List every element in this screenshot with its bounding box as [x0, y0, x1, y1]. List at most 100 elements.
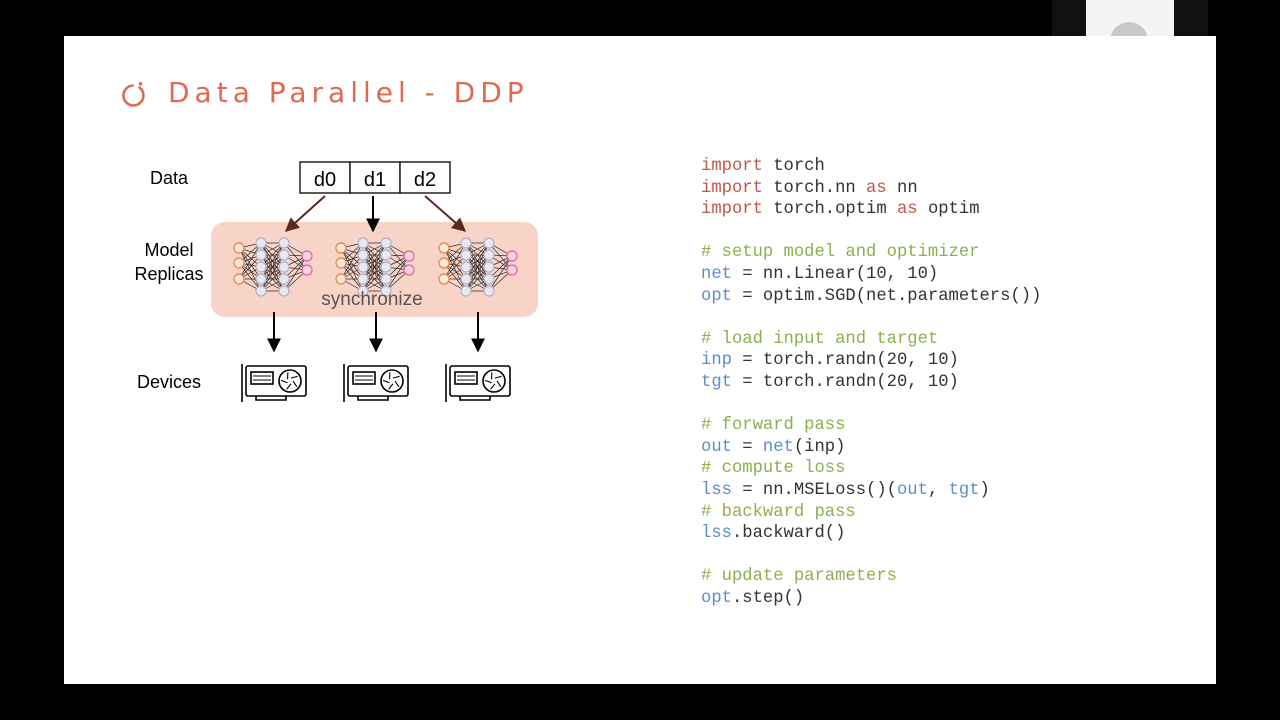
gpu-fan-blade — [388, 383, 394, 390]
network-node — [438, 242, 450, 254]
code-keyword: as — [896, 200, 918, 220]
network-edge — [260, 254, 285, 292]
gpu-connector — [357, 396, 389, 401]
code-variable: inp — [701, 351, 732, 371]
network-node — [278, 261, 290, 273]
gpu-body — [449, 365, 511, 397]
network-edge — [238, 242, 262, 280]
data-arrow — [284, 195, 326, 232]
network-edge — [465, 254, 490, 292]
code-text: .step() — [731, 588, 805, 608]
gpu-fan-blade — [290, 375, 298, 379]
gpu-fan-blade — [286, 383, 292, 390]
network-node — [506, 250, 518, 262]
network-node — [460, 237, 472, 249]
network-node — [255, 273, 267, 285]
gpu-fan — [380, 369, 404, 393]
network-node — [255, 261, 267, 273]
code-variable: lss — [701, 480, 732, 500]
network-node — [483, 237, 495, 249]
network-edge — [283, 255, 308, 292]
network-edge — [340, 247, 364, 292]
network-node — [380, 273, 392, 285]
network-node — [255, 237, 267, 249]
network-node — [460, 273, 472, 285]
code-variable: opt — [701, 588, 732, 608]
code-comment: # load input and target — [701, 329, 939, 349]
pytorch-flame-icon — [122, 82, 145, 107]
network-edge — [385, 255, 410, 292]
replica-box — [211, 222, 538, 317]
code-text: torch — [762, 157, 825, 176]
ddp-diagram: Data Model Replicas Devices d0 d1 d2 syn… — [134, 161, 538, 402]
network-edge — [362, 242, 387, 280]
code-variable: out — [701, 437, 732, 457]
code-variable: out — [896, 480, 928, 500]
gpu-card-icon — [445, 364, 511, 402]
network-node — [460, 249, 472, 261]
network-node — [335, 257, 347, 269]
gpu-body — [245, 365, 307, 397]
network-edge — [443, 247, 467, 292]
gpu-fan-blade — [392, 375, 400, 379]
code-comment: # backward pass — [701, 502, 856, 522]
network-edge — [443, 242, 467, 280]
data-label: Data — [150, 168, 189, 188]
slide-title: Data Parallel - DDP — [168, 76, 529, 109]
code-text: ) — [979, 480, 990, 500]
gpu-fan-blade — [484, 379, 492, 384]
gpu-plate — [454, 371, 478, 385]
network-node — [301, 250, 313, 262]
network-edge — [340, 262, 364, 292]
gpu-connector — [255, 396, 287, 401]
network-node — [483, 273, 495, 285]
code-text: nn — [886, 178, 918, 198]
model-replicas — [233, 237, 518, 297]
code-text: , — [927, 480, 949, 500]
network-node — [460, 285, 472, 297]
slide: Data Parallel - DDP Data Model Replicas … — [64, 36, 1216, 684]
network-edge — [488, 255, 513, 292]
code-variable: lss — [701, 524, 732, 544]
gpu-fan-blade — [394, 380, 400, 388]
code-comment: # compute loss — [701, 459, 846, 479]
network-node — [357, 261, 369, 273]
network-node — [278, 249, 290, 261]
data-chunk-box — [349, 161, 401, 194]
network-edge — [488, 242, 513, 271]
network-edge — [238, 247, 262, 280]
gpu-card-icon — [241, 364, 307, 402]
code-text: optim — [917, 200, 980, 220]
gpu-card-icon — [343, 364, 409, 402]
network-node — [278, 285, 290, 297]
network-edge — [340, 242, 364, 280]
data-chunk-label: d2 — [414, 169, 436, 191]
gpu-connector — [459, 396, 491, 401]
code-text: = nn.MSELoss()( — [731, 480, 897, 500]
code-text: = nn.Linear(10, 10) — [731, 264, 939, 284]
model-label-line2: Replicas — [134, 264, 203, 284]
code-variable: tgt — [948, 480, 980, 500]
sync-label: synchronize — [321, 289, 422, 310]
data-chunk-label: d0 — [314, 169, 336, 191]
network-node — [233, 242, 245, 254]
code-variable: net — [762, 437, 794, 457]
code-keyword: import — [701, 200, 763, 220]
code-text: torch.nn — [762, 178, 867, 198]
code-text: (inp) — [793, 437, 846, 457]
network-node — [335, 273, 347, 285]
gpu-fan-blade — [490, 383, 496, 390]
network-node — [403, 264, 415, 276]
devices — [241, 364, 511, 402]
network-node — [255, 285, 267, 297]
neural-network-icon — [438, 237, 518, 297]
gpu-fan-blade — [292, 380, 298, 388]
network-edge — [465, 242, 490, 280]
gpu-plate — [352, 371, 376, 385]
network-node — [255, 249, 267, 261]
code-keyword: import — [701, 178, 763, 198]
network-node — [357, 285, 369, 297]
gpu-plate — [250, 371, 274, 385]
network-edge — [385, 242, 410, 271]
code-variable: opt — [701, 286, 732, 306]
